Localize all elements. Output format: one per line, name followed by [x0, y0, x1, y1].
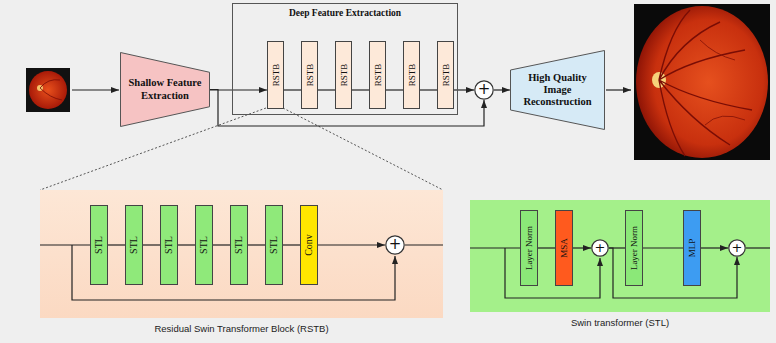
sum-sign: +	[478, 82, 491, 97]
block-label: RSTB	[441, 64, 450, 87]
sum-node: +	[474, 80, 494, 100]
rstb-block: RSTB	[437, 41, 454, 109]
stl-block: STL	[230, 205, 248, 285]
panel-caption: Residual Swin Transformer Block (RSTB)	[40, 324, 443, 334]
block-label: Conv	[304, 234, 314, 256]
connector	[386, 89, 403, 90]
rstb-panel-ground	[40, 190, 443, 318]
block-label: STL	[269, 236, 279, 254]
sum-sign: +	[389, 237, 402, 252]
rstb-block: RSTB	[335, 41, 352, 109]
wire	[470, 247, 520, 248]
sum-circle-shape	[592, 240, 608, 256]
block-label: RSTB	[339, 64, 348, 87]
block-label: RSTB	[305, 64, 314, 87]
msa-block: MSA	[555, 210, 573, 286]
zoom-line	[40, 108, 266, 190]
block-label: Layer Norm	[630, 226, 639, 270]
rstb-block: RSTB	[267, 41, 284, 109]
connector	[283, 244, 300, 245]
connector	[573, 247, 591, 248]
connector	[352, 89, 369, 90]
stl-block: STL	[265, 205, 283, 285]
label-wrap: Shallow Feature Extraction	[120, 52, 210, 127]
stl-block: STL	[90, 205, 108, 285]
output-fundus-image	[634, 4, 770, 160]
stl-block: STL	[195, 205, 213, 285]
sum-sign: +	[732, 241, 743, 254]
reconstruction-block: High Quality Image Reconstruction	[510, 50, 605, 130]
connector	[318, 244, 385, 245]
mlp-block: MLP	[683, 210, 701, 286]
shallow-feature-block: Shallow Feature Extraction	[120, 52, 210, 127]
connector	[178, 244, 195, 245]
block-label: MLP	[688, 239, 697, 258]
sum-circle-shape	[729, 240, 745, 256]
stl-block: STL	[160, 205, 178, 285]
connector	[108, 244, 125, 245]
block-label: Shallow Feature Extraction	[126, 77, 204, 101]
stl-panel-ground	[470, 200, 770, 312]
connector	[143, 244, 160, 245]
connector	[248, 244, 265, 245]
panel-caption: Swin transformer (STL)	[470, 318, 770, 328]
sum-sign: +	[595, 241, 606, 254]
connector	[538, 247, 555, 248]
block-label: Layer Norm	[525, 226, 534, 270]
block-label: RSTB	[407, 64, 416, 87]
deep-feature-group: Deep Feature ExtractactionRSTB RSTB RSTB RS…	[232, 3, 458, 115]
stl-block: STL	[125, 205, 143, 285]
input-arrow	[72, 89, 119, 90]
layer-norm-block: Layer Norm	[520, 210, 538, 286]
sum-node: +	[385, 235, 405, 255]
rstb-block: RSTB	[369, 41, 386, 109]
connector	[701, 247, 728, 248]
block-label: STL	[129, 236, 139, 254]
connector	[494, 89, 510, 90]
block-label: STL	[234, 236, 244, 254]
zoom-line	[283, 108, 443, 190]
connector	[643, 247, 683, 248]
connector	[318, 89, 335, 90]
layer-norm-block: Layer Norm	[625, 210, 643, 286]
stl-detail-panel: Swin transformer (STL)Layer NormMSA+Laye…	[470, 200, 770, 312]
sum-circle-shape	[475, 81, 493, 99]
sum-circle-shape	[386, 236, 404, 254]
block-label: STL	[164, 236, 174, 254]
input-fundus-image	[26, 68, 70, 112]
block-label: RSTB	[271, 64, 280, 87]
block-label: MSA	[560, 238, 569, 258]
block-label: STL	[199, 236, 209, 254]
wire	[40, 244, 90, 245]
rstb-detail-panel: Residual Swin Transformer Block (RSTB)ST…	[40, 190, 443, 318]
connector	[213, 244, 230, 245]
connector	[420, 89, 437, 90]
wire	[746, 247, 770, 248]
rstb-block: RSTB	[301, 41, 318, 109]
connector	[284, 89, 301, 90]
block-label: High Quality Image Reconstruction	[516, 72, 599, 108]
trapezoid-shape	[121, 53, 210, 127]
output-arrow	[606, 89, 631, 90]
conv-block: Conv	[300, 205, 318, 285]
label-wrap: High Quality Image Reconstruction	[510, 50, 605, 130]
block-label: RSTB	[373, 64, 382, 87]
sum-node: +	[728, 239, 746, 257]
trapezoid-shape	[511, 51, 605, 130]
block-label: STL	[94, 236, 104, 254]
sum-node: +	[591, 239, 609, 257]
group-title: Deep Feature Extractaction	[233, 8, 457, 18]
rstb-block: RSTB	[403, 41, 420, 109]
wire	[405, 244, 443, 245]
connector	[454, 89, 474, 90]
